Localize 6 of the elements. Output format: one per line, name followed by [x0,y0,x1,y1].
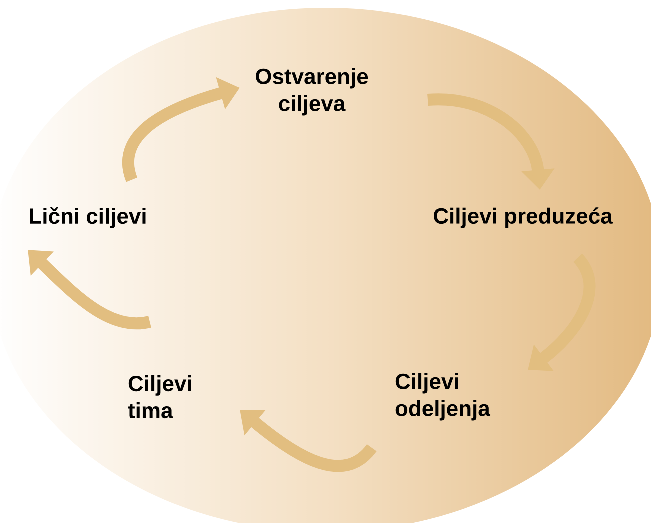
node-label: Ciljevi preduzeća [434,208,613,228]
node-label: Ostvarenje ciljeva [256,68,368,116]
curved-arrow [28,250,151,330]
node-label: Lični ciljevi [30,208,146,228]
node-label: Ciljevi odeljenja [396,373,491,421]
node-label: Ciljevi tima [128,375,192,419]
